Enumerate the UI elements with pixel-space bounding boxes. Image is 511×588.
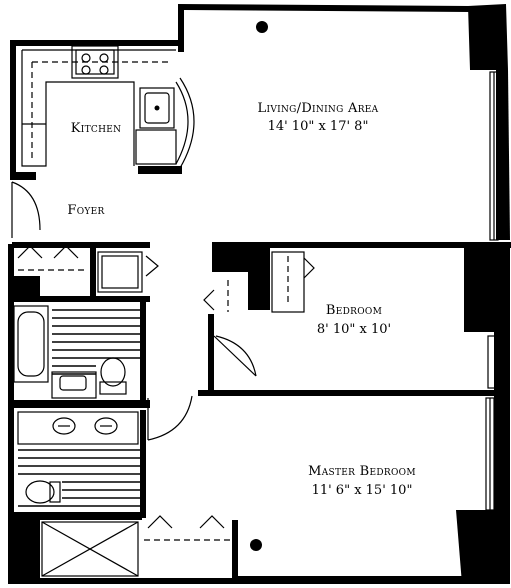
windows	[485, 71, 499, 511]
living-room-dims: 14' 10" x 17' 8"	[268, 119, 369, 134]
column-dot-master	[250, 539, 262, 551]
kitchen-fixtures	[21, 45, 195, 169]
bath-floor-hatch-lower	[18, 449, 140, 507]
bedroom-name: Bedroom	[326, 303, 382, 318]
walls	[8, 4, 511, 584]
doors	[11, 181, 257, 441]
foyer-name: Foyer	[67, 203, 104, 218]
column-dot-living	[256, 21, 268, 33]
living-room-name: Living/Dining Area	[258, 101, 379, 116]
bath-fixtures	[13, 305, 140, 577]
bedroom-dims: 8' 10" x 10'	[317, 322, 391, 337]
master-bedroom-dims: 11' 6" x 15' 10"	[312, 483, 413, 498]
kitchen-name: Kitchen	[71, 121, 122, 136]
bath-floor-hatch-upper	[52, 309, 140, 375]
master-bedroom-name: Master Bedroom	[308, 464, 416, 479]
closets	[17, 245, 315, 541]
